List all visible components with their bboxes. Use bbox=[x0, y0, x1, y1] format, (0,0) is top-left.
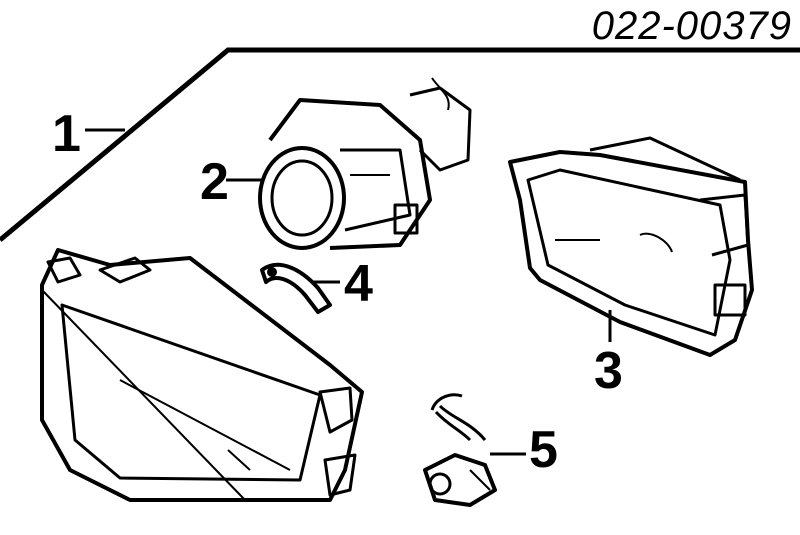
bulb-socket bbox=[423, 393, 497, 507]
callout-2: 2 bbox=[200, 153, 229, 211]
callout-3: 3 bbox=[594, 342, 623, 400]
callout-5: 5 bbox=[529, 421, 558, 479]
callout-4: 4 bbox=[344, 255, 373, 313]
diagram-part-number: 022-00379 bbox=[591, 4, 792, 48]
clip bbox=[260, 262, 332, 314]
projector-lamp-unit bbox=[258, 77, 472, 250]
assembly-frame bbox=[0, 47, 800, 242]
fog-lamp-housing bbox=[40, 248, 364, 502]
mounting-bracket bbox=[508, 136, 754, 357]
callout-1: 1 bbox=[52, 105, 81, 163]
